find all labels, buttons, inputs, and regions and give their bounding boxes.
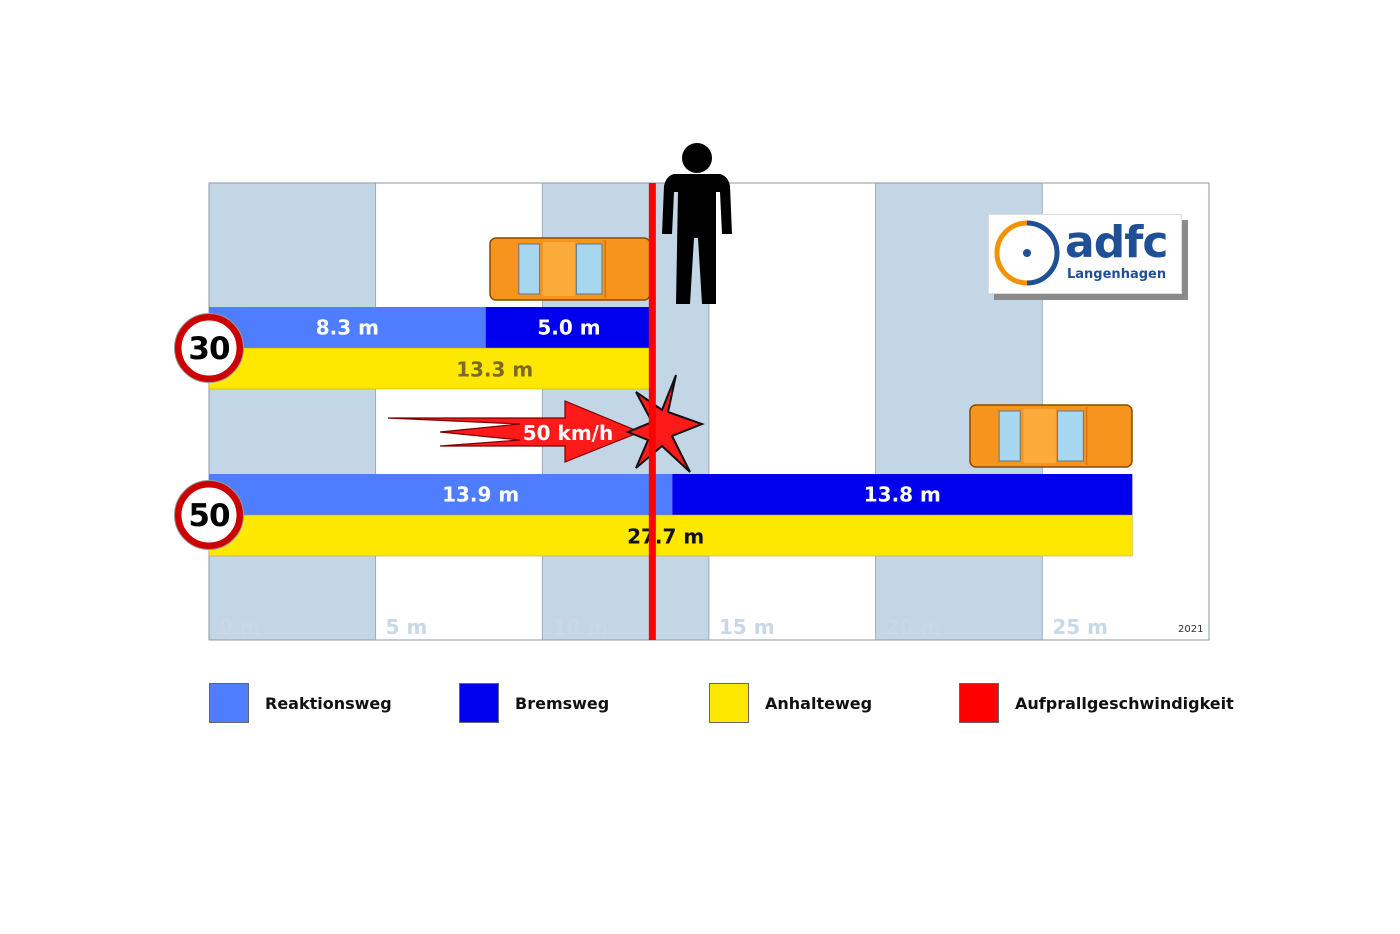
legend-label: Anhalteweg xyxy=(765,693,873,713)
legend-swatch-aufprallgeschwindigkeit xyxy=(959,683,999,723)
bar-reaktionsweg xyxy=(209,307,486,348)
bar-reaktionsweg xyxy=(209,474,673,515)
legend-swatch-anhalteweg xyxy=(709,683,749,723)
grid-band xyxy=(208,182,377,641)
car-windshield-rear xyxy=(998,410,1021,462)
legend-label: Reaktionsweg xyxy=(265,693,392,713)
car-icon xyxy=(969,404,1133,468)
bar-anhalteweg xyxy=(208,514,1133,557)
bar-label-bremsweg: 5.0 m xyxy=(537,316,600,340)
x-tick-label: 10 m xyxy=(552,615,608,639)
car-roof xyxy=(542,242,575,296)
year-label: 2021 xyxy=(1178,624,1204,635)
x-tick-label: 0 m xyxy=(219,615,261,639)
legend-item-reaktionsweg: Reaktionsweg xyxy=(209,682,392,724)
legend-item-anhalteweg: Anhalteweg xyxy=(709,682,872,724)
logo-subtitle: Langenhagen xyxy=(1067,267,1167,282)
x-tick-label: 25 m xyxy=(1052,615,1108,639)
speed-arrow xyxy=(387,400,642,463)
person-icon xyxy=(662,143,732,304)
car-windshield-front xyxy=(1056,410,1084,462)
speed-limit-sign-icon: 30 xyxy=(174,313,244,383)
bar-bremsweg xyxy=(672,474,1133,515)
sign-speed-value: 30 xyxy=(188,331,230,367)
logo-name: adfc xyxy=(1065,217,1168,268)
legend-label: Bremsweg xyxy=(515,693,610,713)
legend-swatch-bremsweg xyxy=(459,683,499,723)
legend-swatch-reaktionsweg xyxy=(209,683,249,723)
bar-label-reaktionsweg: 8.3 m xyxy=(316,316,379,340)
car-windshield-front xyxy=(575,243,603,295)
grid-band xyxy=(708,182,877,641)
bar-label-anhalteweg: 13.3 m xyxy=(456,358,533,382)
sign-ring xyxy=(174,480,244,550)
impact-line xyxy=(648,183,656,640)
bar-bremsweg xyxy=(485,307,653,348)
adfc-logo: adfc Langenhagen xyxy=(988,214,1188,300)
bar-label-bremsweg: 13.8 m xyxy=(864,483,941,507)
speed-label: 50 km/h xyxy=(523,421,613,445)
bar-anhalteweg xyxy=(208,347,653,390)
x-tick-label: 20 m xyxy=(886,615,942,639)
sign-edge xyxy=(174,313,244,383)
adfc-logo-icon xyxy=(994,220,1060,286)
impact-burst-icon xyxy=(625,374,705,473)
x-tick-label: 15 m xyxy=(719,615,775,639)
legend-item-bremsweg: Bremsweg xyxy=(459,682,609,724)
car-roof xyxy=(1023,409,1056,463)
bar-label-reaktionsweg: 13.9 m xyxy=(442,483,519,507)
legend-label: Aufprallgeschwindigkeit xyxy=(1015,693,1234,713)
speed-limit-sign-icon: 50 xyxy=(174,480,244,550)
legend-item-aufprallgeschwindigkeit: Aufprallgeschwindigkeit xyxy=(959,682,1234,724)
car-icon xyxy=(489,237,651,301)
car-windshield-rear xyxy=(518,243,541,295)
sign-edge xyxy=(174,480,244,550)
x-tick-label: 5 m xyxy=(386,615,428,639)
sign-speed-value: 50 xyxy=(188,498,230,534)
person-body xyxy=(662,174,732,304)
bar-label-anhalteweg: 27.7 m xyxy=(627,525,704,549)
sign-ring xyxy=(174,313,244,383)
person-head xyxy=(682,143,712,173)
